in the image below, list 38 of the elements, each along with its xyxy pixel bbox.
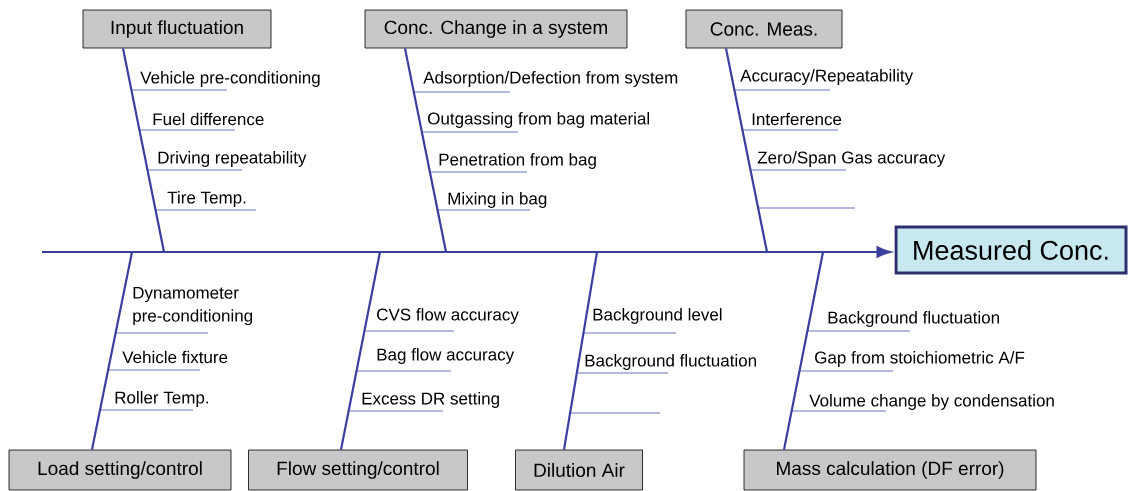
bone-line	[339, 251, 382, 450]
cause-label: Background level	[593, 308, 722, 324]
cause-label: Interference	[752, 112, 842, 126]
cause-label: Dynamometer pre-conditioning	[133, 286, 253, 326]
bone-line	[121, 48, 166, 253]
cause-box: Input fluctuation	[82, 9, 272, 49]
bone-line	[403, 48, 448, 253]
cause-label: Driving repeatability	[158, 151, 307, 167]
cause-label: Zero/Span Gas accuracy	[757, 151, 946, 167]
cause-label: Background fluctuation	[828, 311, 999, 327]
cause-label: Volume change by condensation	[809, 394, 1054, 410]
cause-box: Conc. Change in a system	[364, 9, 628, 49]
cause-label: Background fluctuation	[585, 354, 756, 370]
cause-label: Vehicle fixture	[122, 350, 228, 364]
cause-label: Bag flow accuracy	[377, 348, 515, 364]
cause-label: Fuel difference	[153, 112, 264, 126]
cause-label: Tire Temp.	[167, 191, 246, 207]
cause-label: Accuracy/Repeatability	[740, 69, 914, 85]
cause-label: Gap from stoichiometric A/F	[815, 351, 1025, 367]
cause-label: Adsorption/Defection from system	[423, 71, 678, 87]
effect-box: Measured Conc.	[894, 225, 1128, 275]
cause-box: Dilution Air	[515, 449, 643, 491]
cause-label: Vehicle pre-conditioning	[140, 71, 320, 87]
cause-label: Roller Temp.	[115, 391, 209, 407]
cause-box: Load setting/control	[8, 449, 232, 491]
cause-label: CVS flow accuracy	[377, 308, 519, 324]
bone-line	[724, 48, 769, 253]
bone-line	[782, 251, 825, 450]
cause-box: Flow setting/control	[248, 449, 468, 491]
bone-line	[562, 251, 599, 450]
cause-label: Mixing in bag	[448, 192, 547, 208]
cause-label: Penetration from bag	[439, 153, 596, 169]
cause-label: Outgassing from bag material	[428, 112, 649, 128]
bone-line	[90, 251, 134, 450]
cause-box: Conc. Meas.	[685, 9, 843, 49]
cause-label: Excess DR setting	[362, 392, 499, 408]
cause-box: Mass calculation (DF error)	[743, 449, 1037, 491]
spine-arrow	[42, 246, 891, 258]
